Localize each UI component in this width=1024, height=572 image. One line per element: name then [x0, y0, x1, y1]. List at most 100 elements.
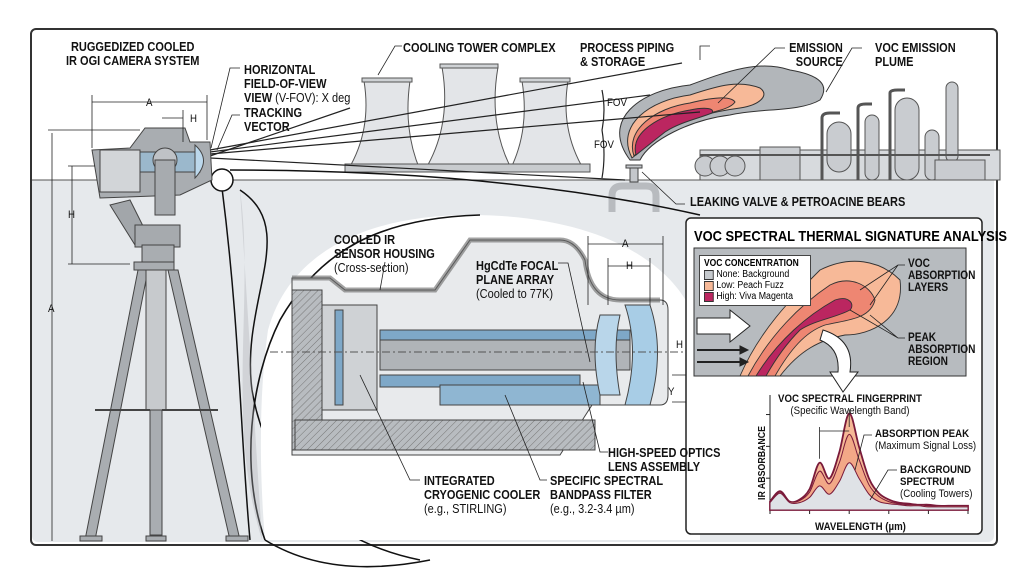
- leaking-valve: [608, 164, 660, 212]
- peak-region-line-1: PEAK: [908, 332, 937, 344]
- emission-source-line-1: EMISSION: [789, 41, 843, 55]
- hfov-line-2: FIELD-OF-VIEW: [244, 77, 327, 91]
- filter-sub: (e.g., 3.2-3.4 µm): [550, 502, 635, 516]
- background-annotation: BACKGROUND SPECTRUM (Cooling Towers): [900, 464, 972, 500]
- voc-emission-plume: [619, 65, 825, 161]
- fpa-line-1: HgCdTe FOCAL: [476, 259, 559, 273]
- sensor-housing-line-1: COOLED IR: [334, 233, 396, 247]
- filter-line-2: BANDPASS FILTER: [550, 488, 652, 502]
- legend-label-none: None: Background: [716, 269, 790, 280]
- fpa-line-2: PLANE ARRAY: [476, 273, 555, 287]
- panel-leaders: [849, 264, 905, 339]
- process-piping-line-1: PROCESS PIPING: [580, 41, 675, 55]
- background-leader: [869, 469, 897, 501]
- tracking-vector-label: TRACKING VECTOR: [244, 106, 302, 134]
- hfov-label: HORIZONTAL FIELD-OF-VIEW VIEW (V-FOV): X…: [244, 63, 350, 105]
- hfov-view: VIEW: [244, 91, 273, 105]
- fov-rays: [209, 62, 701, 181]
- process-piping-label: PROCESS PIPING & STORAGE: [580, 41, 674, 69]
- incoming-arrows: [696, 308, 751, 367]
- sensor-housing-sub: (Cross-section): [334, 261, 409, 275]
- cooler-sub: (e.g., STIRLING): [424, 502, 507, 516]
- dim-h-camera: H: [190, 113, 197, 125]
- legend-item-low: Low: Peach Fuzz: [704, 280, 794, 291]
- sensor-housing-label: COOLED IR SENSOR HOUSING (Cross-section): [334, 233, 435, 275]
- legend-swatch-high: [704, 291, 714, 302]
- chart-ylabel: IR ABSORBANCE: [757, 426, 768, 500]
- peak-region-line-3: REGION: [908, 356, 948, 368]
- chart-title-block: VOC SPECTRAL FINGERPRINT (Specific Wavel…: [778, 393, 922, 417]
- legend-item-high: High: Viva Magenta: [704, 291, 794, 302]
- emission-source-line-2: SOURCE: [795, 55, 843, 69]
- legend-swatch-none: [704, 269, 714, 280]
- voc-concentration-legend: VOC CONCENTRATION None: Background Low: …: [699, 255, 811, 306]
- hfov-value: (V-FOV): X deg: [275, 91, 351, 105]
- cooling-tower-1: [347, 80, 421, 171]
- absorption-layers-line-1: VOC: [908, 258, 930, 270]
- filter-label: SPECIFIC SPECTRAL BANDPASS FILTER (e.g.,…: [550, 474, 663, 516]
- dim-h-lens: H: [676, 339, 683, 351]
- legend-label-low: Low: Peach Fuzz: [716, 280, 784, 291]
- voc-plume-line-2: PLUME: [875, 55, 914, 69]
- absorption-layers-line-2: ABSORPTION: [908, 270, 976, 282]
- refinery-skyline: [694, 81, 1001, 181]
- sensor-housing-line-2: SENSOR HOUSING: [334, 247, 435, 261]
- tracking-line-2: VECTOR: [244, 120, 290, 134]
- optics-line-2: LENS ASSEMBLY: [608, 460, 701, 474]
- cooler-label: INTEGRATED CRYOGENIC COOLER (e.g., STIRL…: [424, 474, 540, 516]
- dim-a-camera: A: [146, 97, 153, 109]
- tracking-line-1: TRACKING: [244, 106, 303, 120]
- camera-system-line-2: IR OGI CAMERA SYSTEM: [66, 54, 200, 68]
- magnifier-ring: [210, 168, 234, 192]
- peak-leader: [854, 434, 872, 471]
- absorption-layers-label: VOC ABSORPTION LAYERS: [908, 258, 975, 294]
- optics-line-1: HIGH-SPEED OPTICS: [608, 446, 721, 460]
- chart-subtitle: (Specific Wavelength Band): [790, 405, 910, 417]
- filter-line-1: SPECIFIC SPECTRAL: [550, 474, 664, 488]
- legend-swatch-low: [704, 280, 714, 291]
- dim-a-housing: A: [622, 238, 629, 250]
- chart-xlabel: WAVELENGTH (µm): [815, 521, 906, 533]
- legend-item-none: None: Background: [704, 269, 794, 280]
- cooler-line-1: INTEGRATED: [424, 474, 495, 488]
- fov-label-lower: FOV: [594, 139, 614, 151]
- legend-title: VOC CONCENTRATION: [704, 258, 799, 269]
- background-annotation-line-1: BACKGROUND: [900, 464, 971, 476]
- absorption-layers-line-3: LAYERS: [908, 282, 949, 294]
- peak-annotation: ABSORPTION PEAK (Maximum Signal Loss): [875, 428, 976, 452]
- camera-system-line-1: RUGGEDIZED COOLED: [70, 40, 195, 54]
- voc-plume-label: VOC EMISSION PLUME: [875, 41, 956, 69]
- fov-label-upper: FOV: [607, 97, 627, 109]
- fpa-label: HgCdTe FOCAL PLANE ARRAY (Cooled to 77K): [476, 259, 558, 301]
- process-piping-line-2: & STORAGE: [580, 55, 646, 69]
- tripod: [79, 244, 249, 542]
- voc-plume-line-1: VOC EMISSION: [875, 41, 956, 55]
- background-spectrum-area: [769, 462, 969, 511]
- cooler-line-2: CRYOGENIC COOLER: [424, 488, 541, 502]
- dim-h-housing: H: [626, 260, 633, 272]
- peak-region-label: PEAK ABSORPTION REGION: [908, 332, 975, 368]
- dim-h-tripod: H: [68, 209, 75, 221]
- sensor-housing-cross-section: [270, 237, 700, 456]
- optics-label: HIGH-SPEED OPTICS LENS ASSEMBLY: [608, 446, 720, 474]
- background-annotation-sub: (Cooling Towers): [900, 488, 973, 500]
- analysis-panel-title: VOC SPECTRAL THERMAL SIGNATURE ANALYSIS: [694, 228, 1007, 245]
- spectral-chart: [766, 395, 969, 514]
- dim-y-lens: Y: [668, 386, 675, 398]
- dim-a-tripod: A: [48, 303, 55, 315]
- background-annotation-line-2: SPECTRUM: [900, 476, 955, 488]
- leaking-valve-label: LEAKING VALVE & PETROACINE BEARS: [690, 195, 906, 209]
- hfov-line-1: HORIZONTAL: [244, 63, 316, 77]
- curved-arrow: [819, 329, 859, 393]
- peak-annotation-sub: (Maximum Signal Loss): [875, 440, 977, 452]
- peak-annotation-title: ABSORPTION PEAK: [875, 428, 970, 440]
- fpa-sub: (Cooled to 77K): [476, 287, 554, 301]
- ir-camera: [91, 127, 213, 248]
- peak-region-line-2: ABSORPTION: [908, 344, 976, 356]
- cooling-tower-label: COOLING TOWER COMPLEX: [403, 41, 556, 55]
- camera-dimensions: [48, 95, 208, 541]
- legend-label-high: High: Viva Magenta: [716, 291, 793, 302]
- emission-source-label: EMISSION SOURCE: [787, 41, 843, 69]
- chart-title: VOC SPECTRAL FINGERPRINT: [778, 393, 922, 405]
